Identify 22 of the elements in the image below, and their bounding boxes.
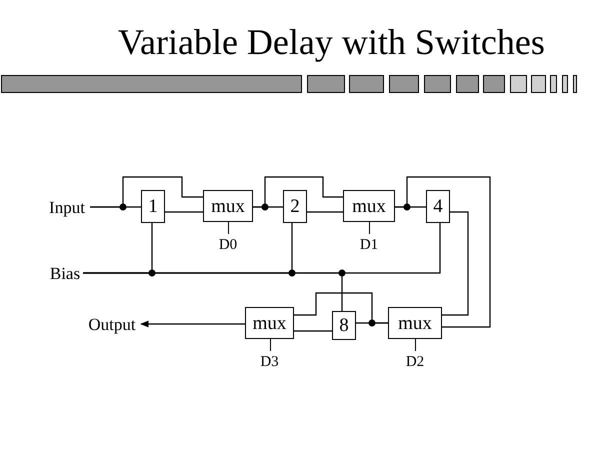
delay-box: 2 — [283, 190, 307, 223]
select-label: D2 — [406, 355, 424, 370]
wire — [294, 292, 388, 324]
wire — [165, 211, 203, 213]
delay-box: 4 — [426, 190, 450, 223]
wire — [442, 211, 469, 316]
signal-label: Output — [83, 314, 141, 334]
delay-box: 8 — [332, 311, 356, 340]
wire — [294, 330, 332, 332]
wire — [90, 176, 203, 208]
signal-label: Bias — [47, 263, 83, 283]
wire — [307, 211, 343, 213]
wire — [83, 272, 343, 311]
signal-label: Input — [44, 197, 90, 217]
wire — [395, 176, 491, 328]
select-label: D0 — [218, 238, 238, 253]
wire — [253, 176, 343, 208]
delay-box: 1 — [141, 190, 165, 223]
slide-title: Variable Delay with Switches — [118, 21, 545, 64]
arrow — [140, 320, 245, 328]
select-label: D1 — [360, 238, 378, 253]
select-label: D3 — [260, 355, 279, 370]
